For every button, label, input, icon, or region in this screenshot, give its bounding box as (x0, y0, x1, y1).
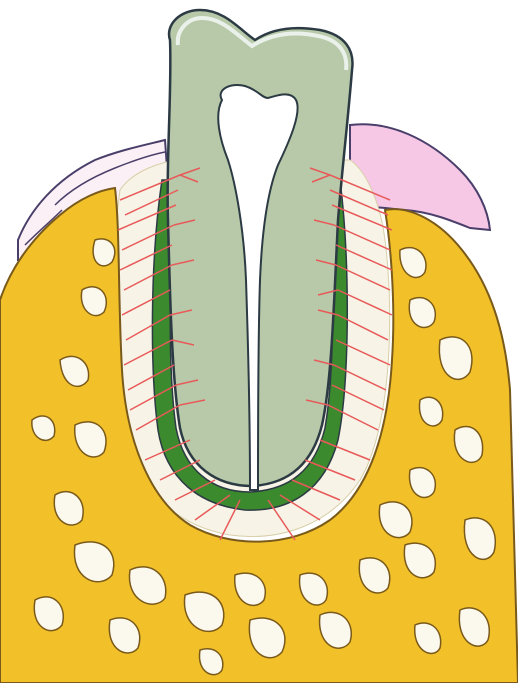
marrow-space (93, 239, 115, 266)
